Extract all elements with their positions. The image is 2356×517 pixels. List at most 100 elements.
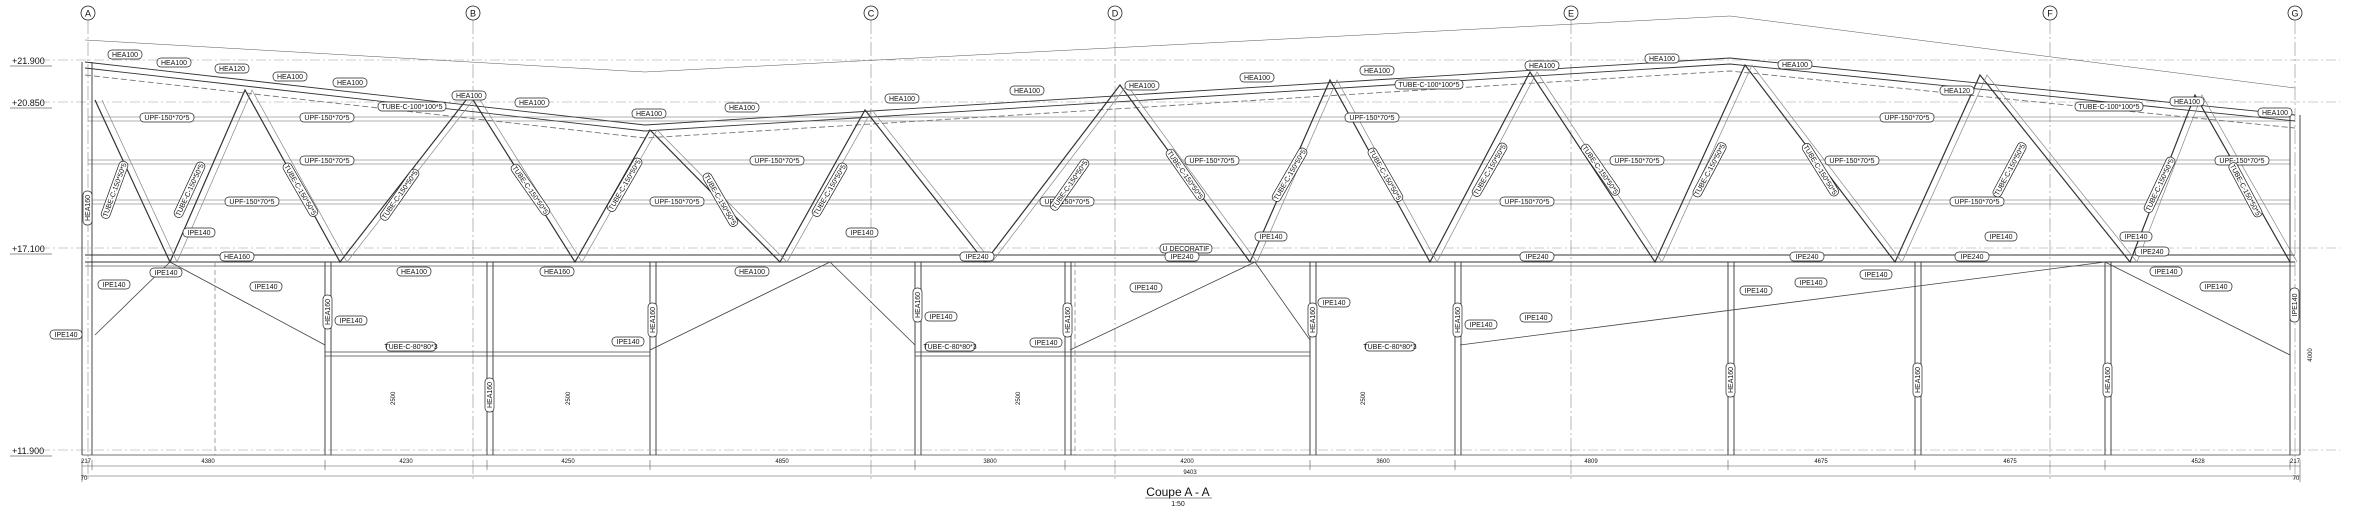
tag-hea100: HEA100	[2257, 107, 2293, 118]
tag-hea160: HEA160	[1912, 362, 1923, 398]
svg-text:UPF-150*70*5: UPF-150*70*5	[1829, 158, 1874, 165]
svg-text:4200: 4200	[1180, 459, 1194, 465]
svg-text:HEA100: HEA100	[112, 52, 138, 59]
tag-hea100: HEA100	[156, 57, 192, 68]
tag-upf: UPF-150*70*5	[1824, 155, 1880, 166]
svg-text:Coupe A - A: Coupe A - A	[1146, 485, 1209, 499]
svg-text:UPF-150*70*5: UPF-150*70*5	[304, 115, 349, 122]
tag-ipe140: IPE140	[1519, 312, 1553, 323]
svg-text:2500: 2500	[566, 391, 572, 405]
tag-ipe140: IPE140	[2149, 266, 2183, 277]
grid-bubble-f: F	[2042, 5, 2058, 21]
svg-text:9403: 9403	[1183, 470, 1197, 476]
svg-text:IPE140: IPE140	[188, 230, 211, 237]
svg-text:2500: 2500	[1016, 391, 1022, 405]
tag-hea160: HEA160	[1307, 302, 1318, 338]
svg-text:HEA160: HEA160	[224, 254, 250, 261]
tag-upf: UPF-150*70*5	[1344, 112, 1400, 123]
svg-text:IPE140: IPE140	[155, 270, 178, 277]
svg-text:UPF-150*70*5: UPF-150*70*5	[1044, 199, 1089, 206]
svg-text:IPE140: IPE140	[851, 230, 874, 237]
svg-text:IPE140: IPE140	[340, 318, 363, 325]
svg-text:HEA100: HEA100	[739, 269, 765, 276]
grid-bubble-g: G	[2287, 5, 2303, 21]
level-marker-20850: +20.850	[10, 98, 52, 109]
svg-text:3600: 3600	[1376, 459, 1390, 465]
svg-text:HEA120: HEA120	[1944, 88, 1970, 95]
level-marker-17100: +17.100	[10, 244, 52, 255]
tag-upf: UPF-150*70*5	[1039, 196, 1095, 207]
svg-text:+17.100: +17.100	[12, 244, 45, 254]
tag-ipe140: IPE140	[1129, 282, 1163, 293]
tag-tube-chord: TUBE-C-100*100*5	[1394, 79, 1464, 90]
svg-text:HEA100: HEA100	[519, 100, 545, 107]
svg-text:IPE240: IPE240	[1796, 254, 1819, 261]
svg-text:F: F	[2047, 9, 2053, 19]
tag-hea100: HEA100	[1359, 65, 1395, 76]
svg-text:2500: 2500	[391, 391, 397, 405]
svg-text:HEA160: HEA160	[1065, 307, 1072, 333]
svg-text:IPE140: IPE140	[2292, 293, 2299, 316]
tag-upf: UPF-150*70*5	[1499, 196, 1555, 207]
tag-ipe140: IPE140	[845, 227, 879, 238]
tag-ipe140: IPE140	[924, 311, 958, 322]
svg-text:UPF-150*70*5: UPF-150*70*5	[144, 115, 189, 122]
tag-tube-diag: TUBE-C-150*50*5	[1580, 143, 1621, 196]
svg-text:IPE140: IPE140	[2125, 234, 2148, 241]
svg-text:HEA160: HEA160	[650, 307, 657, 333]
tag-ipe240: IPE240	[959, 251, 995, 262]
svg-text:70: 70	[2293, 476, 2300, 482]
grid-bubble-e: E	[1563, 5, 1579, 21]
svg-text:TUBE-C-100*100*5: TUBE-C-100*100*5	[2078, 104, 2139, 111]
svg-text:HEA100: HEA100	[1014, 88, 1040, 95]
tag-tube-chord: TUBE-C-100*100*5	[377, 101, 447, 112]
tag-tube-diag: TUBE-C-150*50*5	[282, 162, 319, 217]
svg-text:UPF-150*70*5: UPF-150*70*5	[2219, 158, 2264, 165]
tag-hea100: HEA100	[396, 266, 432, 277]
svg-text:217: 217	[81, 459, 92, 465]
tag-hea140: IPE140	[2289, 287, 2300, 323]
svg-text:IPE140: IPE140	[1135, 285, 1158, 292]
tag-hea160: HEA160	[322, 294, 333, 330]
tag-hea160: HEA160	[82, 190, 93, 226]
svg-text:4850: 4850	[775, 459, 789, 465]
svg-text:HEA160: HEA160	[915, 292, 922, 318]
svg-text:IPE140: IPE140	[1323, 300, 1346, 307]
tag-hea100: HEA100	[272, 71, 308, 82]
svg-text:HEA160: HEA160	[85, 195, 92, 221]
svg-text:UPF-150*70*5: UPF-150*70*5	[754, 158, 799, 165]
svg-text:IPE140: IPE140	[103, 282, 126, 289]
svg-text:IPE140: IPE140	[2155, 269, 2178, 276]
svg-text:D: D	[1112, 9, 1119, 19]
svg-text:TUBE-C-150*50*5: TUBE-C-150*50*5	[2145, 158, 2176, 213]
svg-text:TUBE-C-150*50*5: TUBE-C-150*50*5	[1273, 149, 1308, 202]
tag-ipe140: IPE140	[1464, 319, 1498, 330]
svg-text:A: A	[85, 9, 91, 19]
svg-text:IPE240: IPE240	[1171, 254, 1194, 261]
level-marker-21900: +21.900	[10, 56, 52, 67]
svg-text:HEA100: HEA100	[1364, 68, 1390, 75]
tag-upf: UPF-150*70*5	[299, 155, 355, 166]
svg-text:+11.900: +11.900	[12, 446, 44, 456]
post-height-labels: 2500 2500 2500 2500	[391, 391, 1367, 405]
svg-text:HEA160: HEA160	[1915, 367, 1922, 393]
lower-framing	[94, 261, 2291, 455]
drawing-title: Coupe A - A 1:50	[1145, 485, 1212, 508]
tag-ipe140: IPE140	[1739, 285, 1773, 296]
svg-text:UPF-150*70*5: UPF-150*70*5	[229, 199, 274, 206]
tag-tube-diag: TUBE-C-150*50*5	[2228, 162, 2263, 218]
svg-text:TUBE-C-150*50*5: TUBE-C-150*50*5	[1994, 143, 2027, 197]
tag-ipe140: IPE140	[249, 281, 283, 292]
tag-hea160: HEA160	[1725, 362, 1736, 398]
svg-text:U DECORATIF: U DECORATIF	[1163, 246, 1210, 253]
svg-text:TUBE-C-80*80*3: TUBE-C-80*80*3	[1363, 344, 1416, 351]
tag-ipe140: IPE140	[334, 315, 368, 326]
svg-text:IPE140: IPE140	[1990, 234, 2013, 241]
svg-text:HEA100: HEA100	[729, 105, 755, 112]
svg-text:+21.900: +21.900	[12, 56, 45, 66]
svg-text:IPE140: IPE140	[1260, 234, 1283, 241]
tag-upf: UPF-150*70*5	[2214, 155, 2270, 166]
grid-bubble-d: D	[1107, 5, 1123, 21]
svg-text:4809: 4809	[1584, 459, 1598, 465]
tag-ipe240: IPE240	[1789, 251, 1825, 262]
